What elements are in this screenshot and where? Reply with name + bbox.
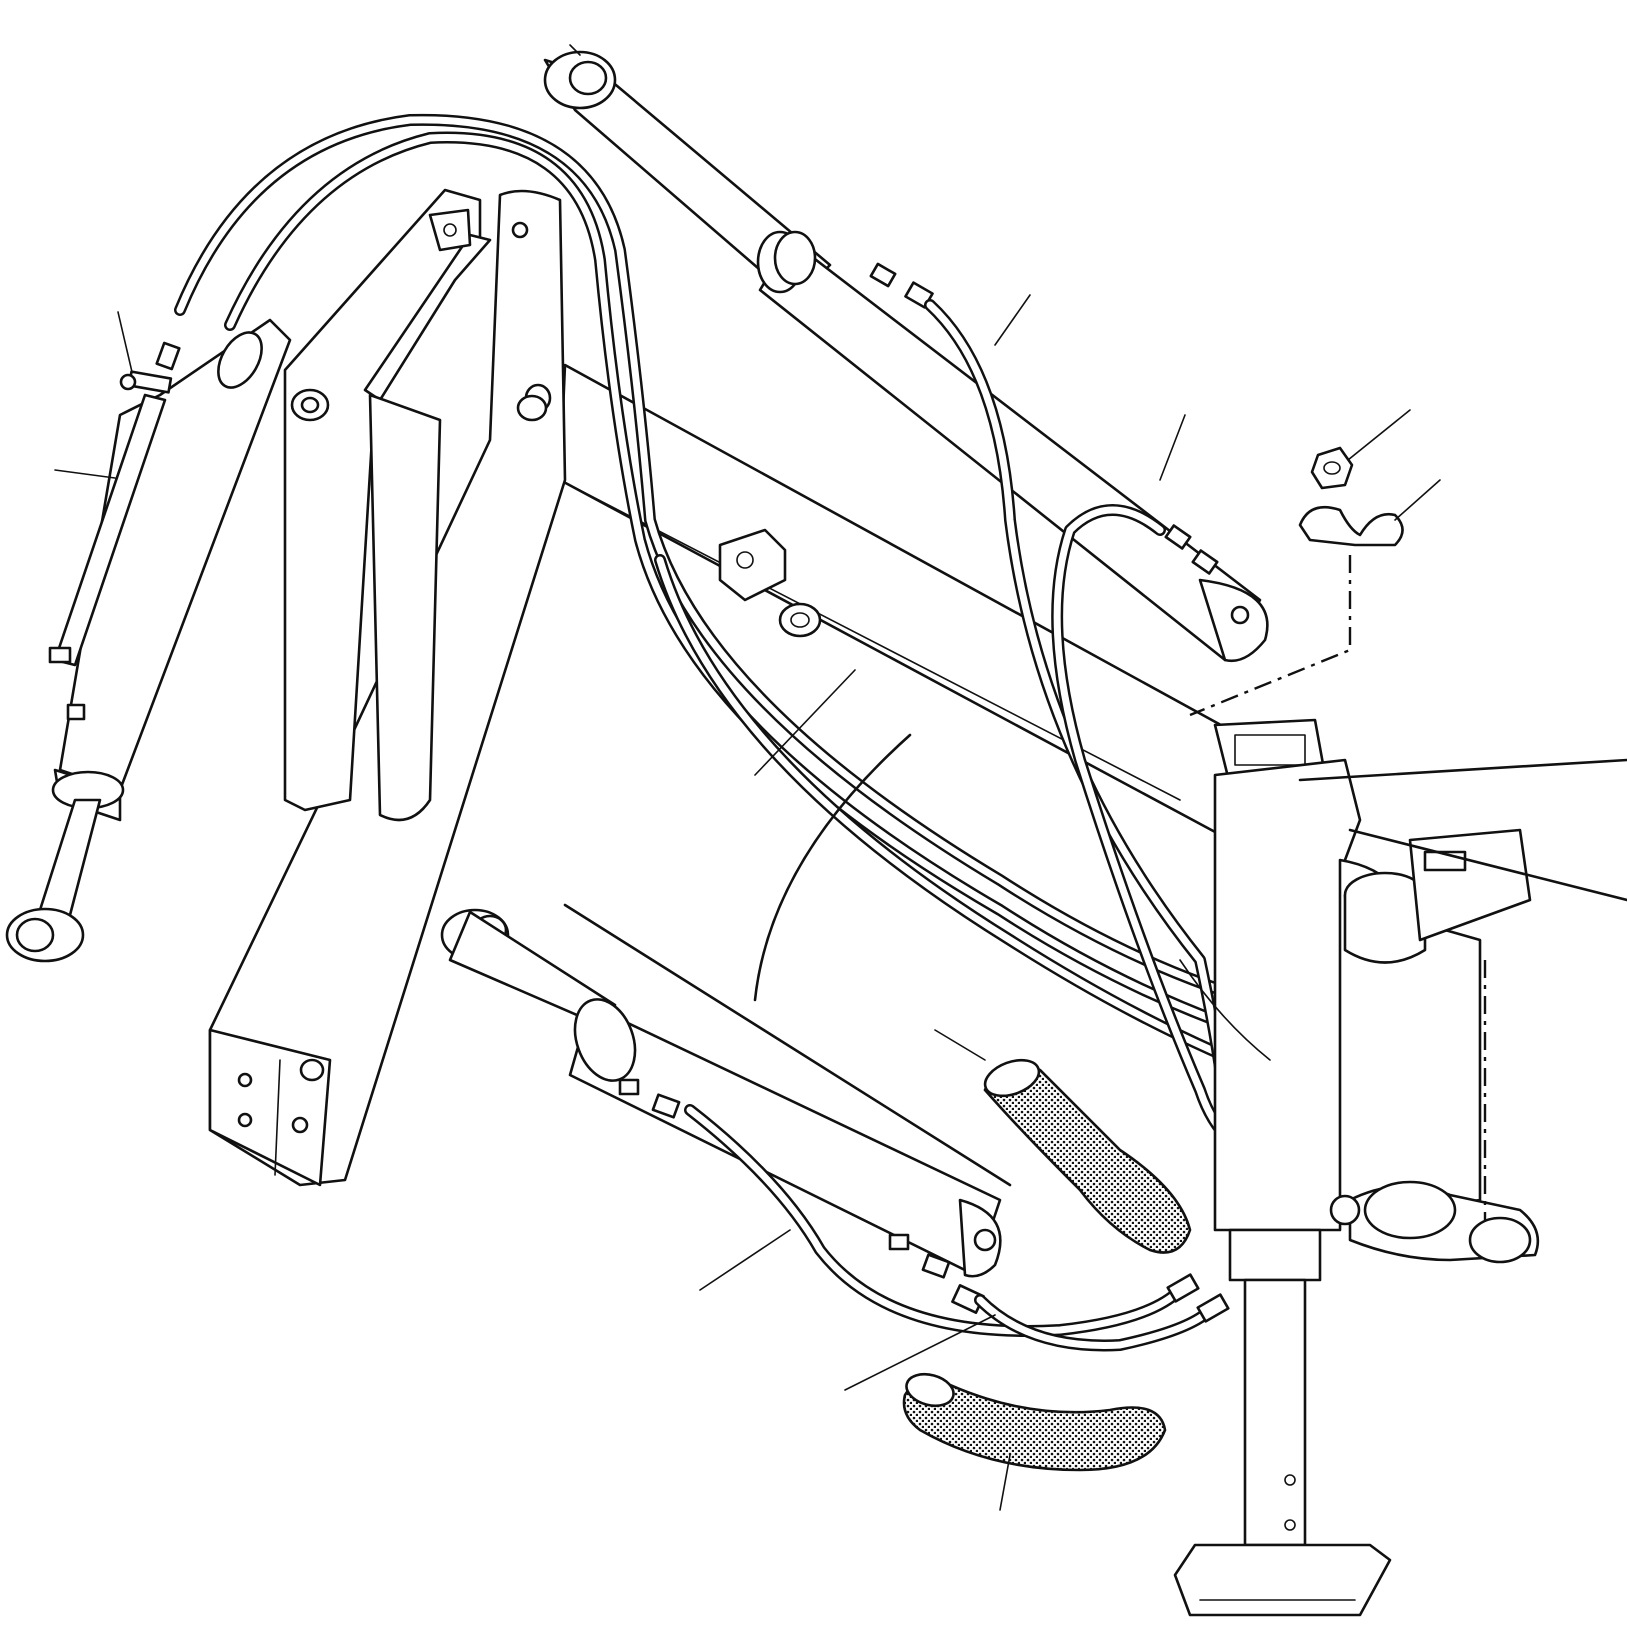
mounting-post (1173, 1228, 1392, 1617)
leader-lines (54, 294, 1441, 1511)
leader-line (844, 1314, 996, 1391)
protective-sleeve-lower (902, 1372, 1167, 1472)
tie-rods (563, 733, 1271, 1187)
boom-cylinder-left (5, 318, 292, 963)
boom-cylinder-upper (543, 44, 1269, 663)
clamp-nut (1310, 446, 1354, 490)
mounting-block (718, 528, 822, 638)
leader-line (994, 294, 1031, 346)
leader-line (934, 1029, 986, 1061)
leader-line (999, 1454, 1011, 1511)
leader-line (54, 469, 116, 479)
protective-sleeve-upper (983, 1058, 1192, 1254)
control-valve (1213, 718, 1627, 1264)
leader-line (699, 1229, 791, 1291)
hose-clamp (1298, 505, 1404, 547)
leader-line (1394, 479, 1441, 521)
leader-line (117, 311, 133, 373)
leader-line (1347, 409, 1411, 461)
leader-line (754, 669, 856, 776)
boom-cylinder-lower (440, 908, 1002, 1314)
leader-line (1159, 414, 1186, 481)
